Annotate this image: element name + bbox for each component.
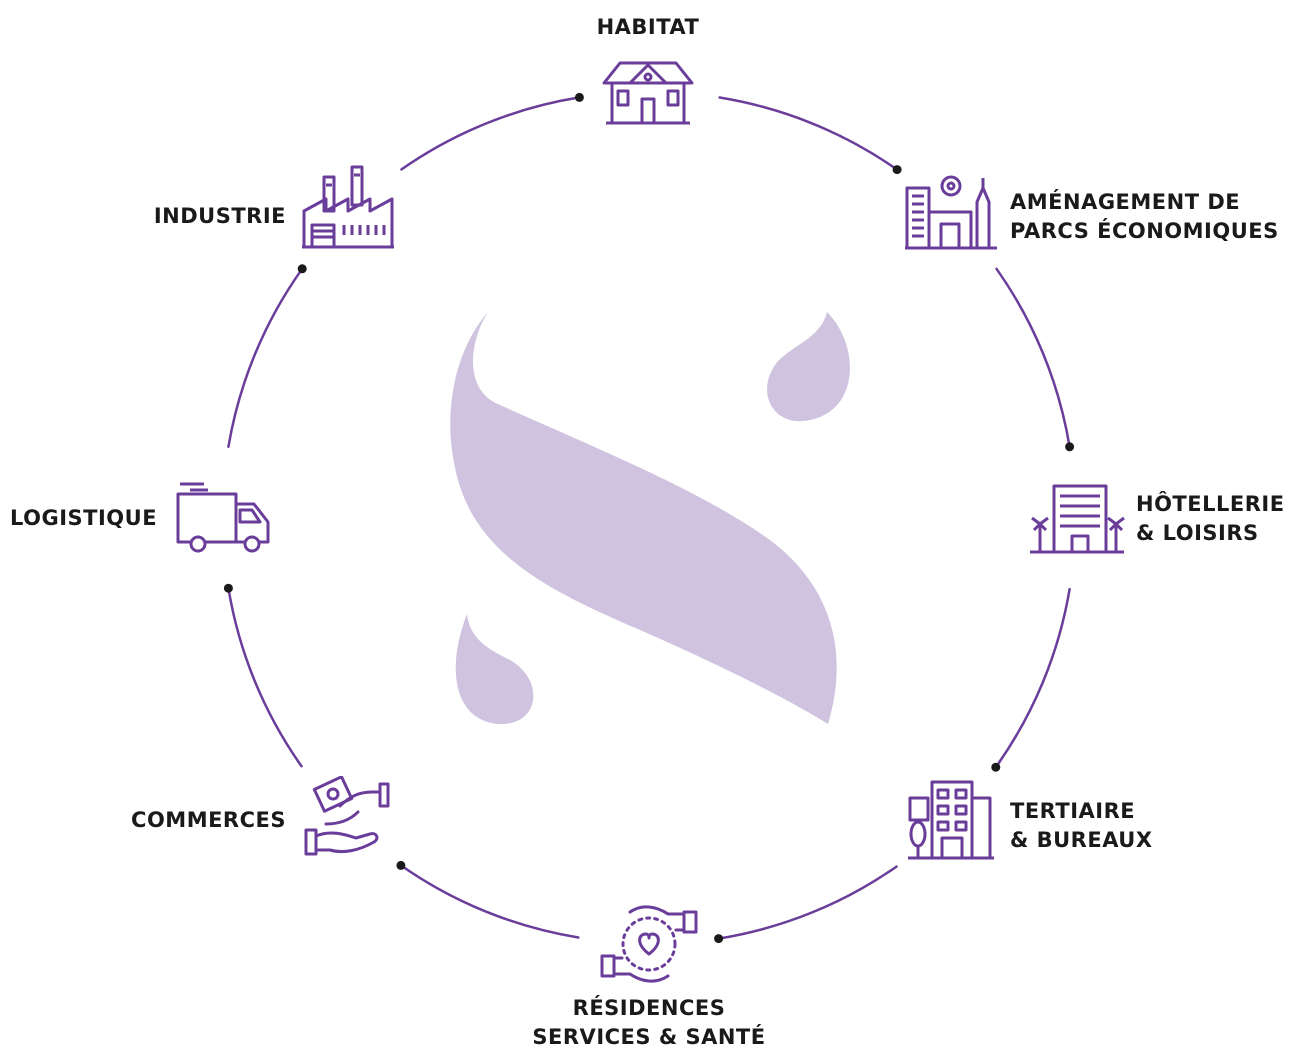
house-icon bbox=[602, 61, 694, 125]
arc-residences-commerces bbox=[399, 864, 580, 939]
label-line: & LOISIRS bbox=[1136, 521, 1259, 545]
label-habitat: HABITAT bbox=[560, 13, 736, 42]
s-logo-drop-bottom bbox=[455, 614, 534, 725]
money-exchange-hands-icon bbox=[304, 776, 390, 856]
label-line: TERTIAIRE bbox=[1010, 799, 1136, 823]
office-building-icon bbox=[908, 780, 994, 860]
label-logistique: LOGISTIQUE bbox=[10, 504, 157, 533]
delivery-truck-icon bbox=[176, 482, 270, 553]
label-commerces: COMMERCES bbox=[60, 806, 286, 835]
label-hotellerie: HÔTELLERIE & LOISIRS bbox=[1136, 490, 1285, 548]
arc-commerces-logistique bbox=[227, 586, 303, 768]
arc-logistique-industrie bbox=[227, 267, 304, 449]
label-line: AMÉNAGEMENT DE bbox=[1010, 190, 1241, 214]
label-line: PARCS ÉCONOMIQUES bbox=[1010, 219, 1279, 243]
arc-hotellerie-tertiaire bbox=[994, 587, 1071, 769]
caring-hands-heart-icon bbox=[600, 905, 698, 983]
business-park-icon bbox=[905, 175, 997, 250]
arc-tertiaire-residences bbox=[717, 865, 898, 940]
connector-dot bbox=[574, 92, 584, 102]
arc-amenagement-hotellerie bbox=[995, 267, 1071, 449]
label-residences: RÉSIDENCES SERVICES & SANTÉ bbox=[499, 994, 799, 1052]
label-line: HABITAT bbox=[596, 15, 700, 39]
hotel-palm-icon bbox=[1030, 484, 1125, 554]
label-amenagement: AMÉNAGEMENT DE PARCS ÉCONOMIQUES bbox=[1010, 188, 1279, 246]
label-line: LOGISTIQUE bbox=[10, 506, 158, 530]
connector-dot bbox=[991, 762, 1001, 772]
connector-dot bbox=[1065, 442, 1075, 452]
connector-dot bbox=[714, 934, 724, 944]
label-line: SERVICES & SANTÉ bbox=[532, 1025, 766, 1049]
factory-icon bbox=[302, 165, 394, 249]
label-line: & BUREAUX bbox=[1010, 828, 1153, 852]
s-logo-drop-top bbox=[767, 312, 850, 422]
arc-habitat-amenagement bbox=[718, 96, 899, 171]
arc-industrie-habitat bbox=[400, 96, 581, 171]
s-logo-body bbox=[450, 312, 837, 724]
label-line: RÉSIDENCES bbox=[572, 996, 726, 1020]
label-line: INDUSTRIE bbox=[153, 204, 286, 228]
label-line: HÔTELLERIE bbox=[1136, 492, 1285, 516]
connector-dot bbox=[297, 264, 307, 274]
label-tertiaire: TERTIAIRE & BUREAUX bbox=[1010, 797, 1153, 855]
connector-dot bbox=[892, 165, 902, 175]
label-industrie: INDUSTRIE bbox=[60, 202, 286, 231]
label-line: COMMERCES bbox=[131, 808, 286, 832]
connector-dot bbox=[223, 583, 233, 593]
connector-dot bbox=[396, 860, 406, 870]
